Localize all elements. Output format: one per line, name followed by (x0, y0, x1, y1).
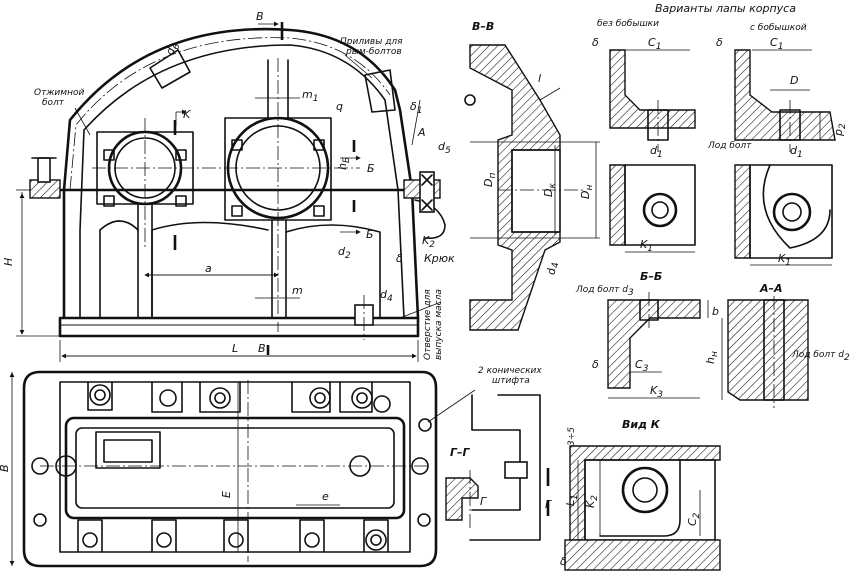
dim-d6: d6 (163, 40, 182, 58)
label-no-boss: без бобышки (597, 19, 659, 29)
front-view: L B H a m m1 q hБ Б Б δ1 A d5 d6 d2 d4 K… (2, 10, 455, 362)
dim-delta-bb: δ (592, 358, 599, 371)
housing-outline (62, 27, 420, 319)
lifting-boss (149, 49, 191, 89)
bearing-bolts (103, 139, 325, 217)
plan-outline (22, 370, 438, 568)
dim-hb: hБ (336, 157, 352, 170)
dim-K-arrow: K (183, 108, 191, 121)
rib-left (137, 203, 153, 319)
label-hook: Крюк (424, 252, 455, 265)
dim-Dn: Dн (579, 185, 595, 199)
dim-a: a (205, 262, 212, 275)
title-variants: Варианты лапы корпуса (655, 2, 796, 15)
dim-H: H (2, 258, 15, 266)
press-bolt (37, 157, 51, 183)
dim-q: q (336, 100, 343, 113)
rib-right (271, 219, 287, 319)
dim-K1-b: K1 (778, 252, 791, 268)
title-view-k: Вид К (622, 418, 661, 431)
dim-B-plan: B (0, 464, 11, 472)
dim-K2-view: K2 (584, 495, 600, 508)
dim-delta-a: δ (592, 36, 599, 49)
dim-h: hн (704, 351, 720, 364)
dim-d4-vv: d4 (545, 262, 561, 275)
label-with-boss: с бобышкой (750, 23, 807, 33)
dim-D: D (790, 74, 798, 87)
dim-K1-a: K1 (640, 238, 653, 254)
section-bb: Б–Б Лод болт d3 b C3 K3 δ (575, 270, 719, 400)
foot-variants: Варианты лапы корпуса без бобышки с бобы… (592, 2, 848, 268)
dim-d1-b: d1 (790, 144, 803, 160)
section-vv: В–В l Dп Dк Dн d4 (464, 20, 600, 331)
dim-e: e (322, 490, 329, 503)
dim-p2: p2 (832, 123, 848, 137)
dim-E: E (220, 491, 233, 498)
label-found-bolt: Лод болт (707, 141, 752, 151)
dim-d1-a: d1 (650, 144, 663, 160)
label-drain: Отверстие длявыпуска масла (423, 289, 444, 360)
dim-delta-b: δ (716, 36, 723, 49)
dim-d2: d2 (338, 245, 351, 261)
title-vv: В–В (472, 20, 494, 33)
dim-BB-top: Б (367, 162, 375, 175)
dim-d4: d4 (380, 288, 393, 304)
plan-bolt-holes (31, 384, 432, 551)
dim-K2: K2 (422, 234, 435, 250)
label-bolt-d2: Лод болт d2 (791, 350, 850, 363)
dim-m: m (292, 284, 303, 297)
section-aa: А–А hн Лод болт d2 (704, 282, 850, 408)
dim-B-front: B (258, 342, 266, 355)
dim-A: A (417, 126, 426, 139)
dim-C1-b: C1 (770, 36, 783, 52)
dim-b: b (712, 305, 719, 318)
dim-delta-k: δ (560, 555, 567, 568)
dim-l: l (538, 72, 541, 85)
dim-d5: d5 (438, 140, 451, 156)
dim-delta: δ (396, 252, 403, 265)
dim-C3: C3 (635, 358, 649, 374)
dim-L: L (232, 342, 238, 355)
dim-BB-bottom: Б (366, 228, 374, 241)
dim-V-top: В (256, 10, 264, 23)
dim-m1: m1 (302, 88, 318, 104)
dim-C2: C2 (686, 512, 702, 526)
title-bb: Б–Б (640, 270, 662, 283)
dim-Dk: Dк (542, 183, 558, 197)
label-bolt-d3: Лод болт d3 (575, 285, 634, 298)
base-flange (58, 316, 420, 338)
dim-L1: L1 (564, 494, 580, 506)
dim-C1-a: C1 (648, 36, 661, 52)
dim-Dp: Dп (482, 173, 498, 187)
view-k: Вид К 3÷5 L1 K2 C2 δ (560, 418, 721, 571)
title-gg: Г–Г (450, 446, 471, 459)
title-aa: А–А (759, 282, 783, 295)
section-gg: Г–Г Г Г (445, 394, 552, 541)
dim-delta1: δ1 (410, 100, 422, 116)
dim-G-left: Г (480, 495, 487, 508)
dim-K3: K3 (650, 384, 663, 400)
dim-range-35: 3÷5 (567, 427, 577, 446)
